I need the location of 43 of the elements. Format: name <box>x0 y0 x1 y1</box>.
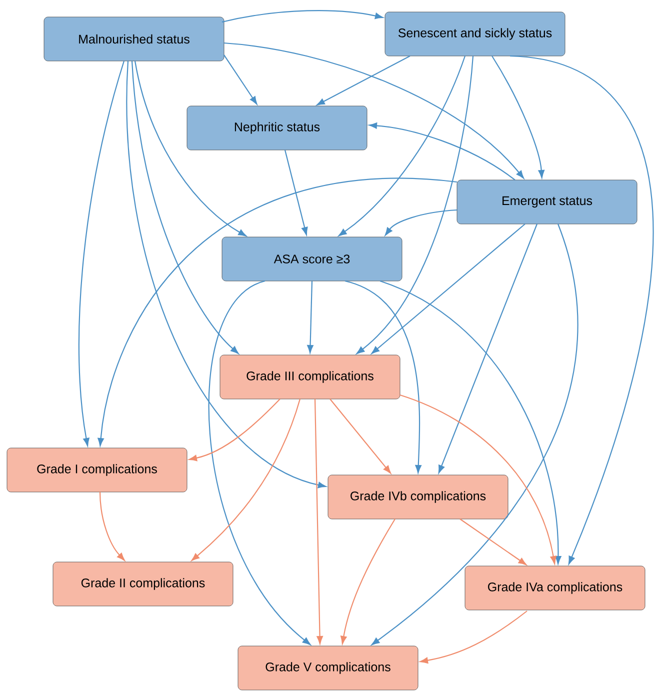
arrow <box>400 394 556 564</box>
status-box: Emergent status <box>456 180 638 224</box>
arrow <box>98 178 458 446</box>
complication-box: Grade II complications <box>52 562 234 606</box>
arrow <box>371 224 526 354</box>
complication-box: Grade I complications <box>6 448 188 492</box>
arrow <box>460 518 527 566</box>
status-box: Nephritic status <box>186 106 368 150</box>
arrow <box>191 398 301 561</box>
complication-box: Grade V complications <box>238 646 418 690</box>
arrow <box>224 42 524 179</box>
complication-box: Grade III complications <box>220 354 400 400</box>
status-box: Malnourished status <box>44 16 224 62</box>
arrow <box>356 56 474 354</box>
arrow <box>384 209 458 236</box>
arrow <box>99 492 125 561</box>
complication-box: Grade IVa complications <box>464 566 646 610</box>
arrow <box>371 224 578 646</box>
arrow <box>131 60 239 354</box>
arrow <box>420 610 528 664</box>
status-box: Senescent and sickly status <box>384 12 566 56</box>
arrow <box>340 518 396 644</box>
arrow <box>222 10 384 23</box>
arrow <box>330 398 392 474</box>
arrow <box>368 122 516 180</box>
arrow <box>126 60 326 488</box>
status-box: ASA score ≥3 <box>222 236 402 282</box>
arrow <box>78 60 125 446</box>
arrow <box>380 280 562 564</box>
arrow <box>284 150 308 236</box>
arrow <box>492 56 544 178</box>
arrow <box>188 398 280 462</box>
arrow <box>344 280 422 474</box>
arrow <box>208 280 311 646</box>
arrow <box>316 56 410 106</box>
complication-box: Grade IVb complications <box>328 474 508 520</box>
arrow <box>510 55 654 564</box>
arrow <box>224 54 258 105</box>
arrow <box>338 56 466 236</box>
arrow <box>307 280 314 354</box>
arrow <box>134 60 246 236</box>
arrow <box>438 224 538 474</box>
arrow <box>314 398 323 644</box>
